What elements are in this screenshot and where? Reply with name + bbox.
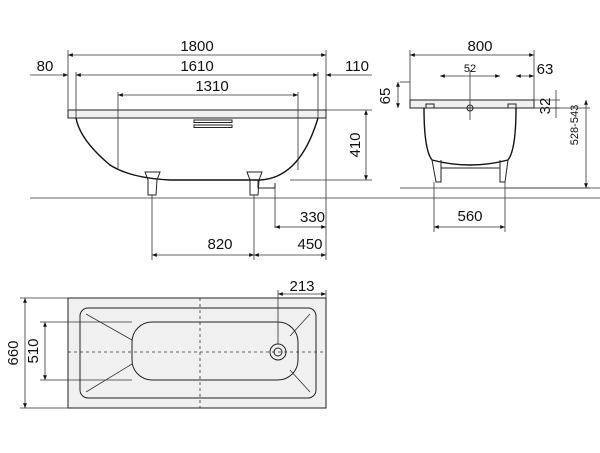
dim-right-rim: 110 [345,58,369,75]
dim-right-offset: 63 [537,61,554,78]
top-corner-tr [289,313,311,337]
end-view: 800 52 63 65 32 528-543 560 [377,38,600,232]
top-corner-tl [85,313,133,341]
drain-pipe [257,180,276,189]
top-outer-rim [67,297,327,409]
dim-leg-width: 560 [457,208,482,225]
end-tub-body [423,107,517,166]
top-corner-bl [85,363,133,393]
leg-right [246,171,263,196]
dim-drain-offset: 213 [289,278,314,295]
top-corner-br [289,369,311,393]
overflow-slot-2 [193,124,233,128]
dim-rim-depth: 32 [537,98,554,115]
side-view: 1800 1610 80 110 1310 410 330 820 450 [30,38,600,260]
end-foot-right [499,159,509,183]
dim-left-rim: 80 [37,58,54,75]
dim-end-width: 800 [467,38,492,55]
dim-leg-offset: 450 [297,236,322,253]
top-inner-tub [79,307,317,399]
top-bottom-well [131,321,299,381]
end-rim [409,99,535,109]
dim-leg-height: 330 [300,209,325,226]
end-fitting-left [425,103,435,109]
dim-total-length: 1800 [180,38,213,55]
dim-outer-width: 660 [5,340,22,365]
dim-height-range: 528-543 [569,105,581,145]
dim-rim-height: 65 [377,88,394,105]
end-fitting-right [507,103,517,109]
dim-height: 410 [347,132,364,157]
leg-left [144,171,161,196]
overflow-slot-1 [193,119,233,123]
side-rim [67,109,327,119]
top-view: 660 510 213 [5,278,327,409]
dim-leg-spacing: 820 [207,236,232,253]
dim-inner-width: 510 [25,338,42,363]
dim-inner-length: 1610 [180,58,213,75]
end-foot-left [431,159,442,183]
dim-bottom-length: 1310 [195,78,228,95]
dim-center: 52 [464,63,476,75]
